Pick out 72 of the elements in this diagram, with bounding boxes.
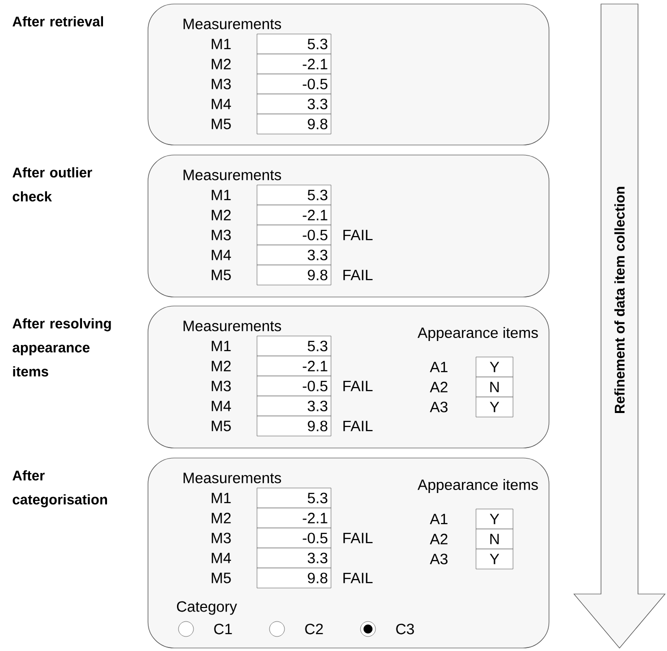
value-cell: 5.3 (256, 488, 332, 508)
value-cell: Y (476, 548, 514, 570)
row-label: M1 (212, 190, 231, 200)
value-cell: 5.3 (256, 336, 332, 356)
section-heading: Measurements (184, 472, 282, 484)
row-label: M3 (212, 78, 231, 90)
value-cell: 3.3 (256, 396, 332, 416)
row-label: A1 (430, 362, 448, 372)
row-label: M4 (212, 552, 231, 564)
status-label: FAIL (343, 230, 373, 240)
value-cell: -2.1 (256, 54, 332, 74)
row-label: A2 (430, 382, 448, 392)
row-label: M5 (212, 118, 231, 130)
value-cell: Y (476, 508, 514, 530)
option-label: C3 (396, 624, 414, 634)
value-cell: 9.8 (256, 568, 332, 588)
stage-label: After outlier check (12, 167, 92, 202)
section-heading: Appearance items (418, 479, 538, 493)
section-heading: Measurements (184, 18, 282, 30)
value-cell: Y (476, 396, 514, 418)
value-cell: 9.8 (256, 416, 332, 436)
row-label: A3 (430, 402, 448, 412)
row-label: M1 (212, 340, 231, 352)
stage-label: After resolving appearance items (12, 318, 111, 376)
value-cell: 5.3 (256, 184, 332, 206)
status-label: FAIL (343, 532, 373, 544)
row-label: M5 (212, 572, 231, 584)
row-label: M2 (212, 210, 231, 220)
row-label: M3 (212, 230, 231, 240)
value-cell: -0.5 (256, 74, 332, 94)
stage-label: After categorisation (12, 470, 108, 508)
row-label: M5 (212, 420, 231, 432)
value-cell: -2.1 (256, 508, 332, 528)
section-heading: Measurements (184, 170, 282, 180)
row-label: M2 (212, 512, 231, 524)
stage-label: After retrieval (12, 16, 103, 26)
row-label: M3 (212, 380, 231, 392)
value-cell: 9.8 (256, 264, 332, 286)
row-label: M2 (212, 58, 231, 70)
status-label: FAIL (343, 270, 373, 280)
row-label: M5 (212, 270, 231, 280)
row-label: M3 (212, 532, 231, 544)
value-cell: -0.5 (256, 376, 332, 396)
value-cell: 3.3 (256, 94, 332, 114)
section-heading: Measurements (184, 320, 282, 332)
value-cell: -2.1 (256, 204, 332, 226)
row-label: A3 (430, 554, 448, 564)
row-label: A2 (430, 534, 448, 544)
row-label: M1 (212, 38, 231, 50)
value-cell: -2.1 (256, 356, 332, 376)
row-label: M1 (212, 492, 231, 504)
status-label: FAIL (343, 380, 373, 392)
row-label: A1 (430, 514, 448, 524)
value-cell: -0.5 (256, 528, 332, 548)
status-label: FAIL (343, 420, 373, 432)
value-cell: Y (476, 356, 514, 378)
status-label: FAIL (343, 572, 373, 584)
row-label: M4 (212, 400, 231, 412)
value-cell: N (476, 376, 514, 398)
value-cell: -0.5 (256, 224, 332, 246)
section-heading: Appearance items (418, 327, 538, 341)
value-cell: 3.3 (256, 244, 332, 266)
value-cell: 5.3 (256, 34, 332, 54)
value-cell: N (476, 528, 514, 550)
option-label: C2 (305, 624, 323, 634)
value-cell: 3.3 (256, 548, 332, 568)
option-label: C1 (214, 624, 232, 634)
value-cell: 9.8 (256, 114, 332, 134)
row-label: M2 (212, 360, 231, 372)
row-label: M4 (212, 98, 231, 110)
row-label: M4 (212, 250, 231, 260)
section-heading: Category (176, 601, 238, 615)
